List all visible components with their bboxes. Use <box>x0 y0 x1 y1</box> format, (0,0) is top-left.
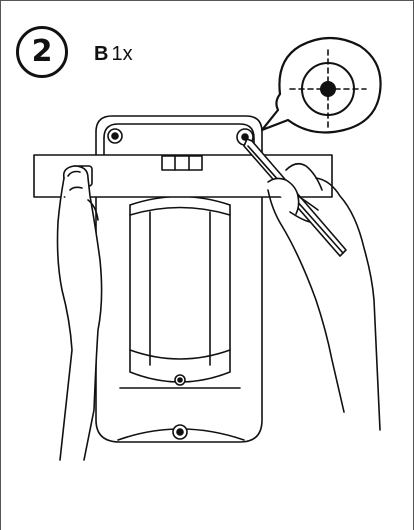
step-number: 2 <box>31 34 53 69</box>
frame-top-border <box>0 0 414 1</box>
right-hand <box>267 162 381 431</box>
part-quantity: 1x <box>111 43 133 65</box>
step-number-badge: 2 <box>16 26 68 78</box>
bottom-screw <box>172 424 188 440</box>
top-left-screw <box>107 128 123 144</box>
target-crosshair-icon <box>260 36 382 134</box>
left-hand <box>56 165 103 461</box>
middle-screw <box>174 374 186 386</box>
frame-left-border <box>0 0 1 530</box>
part-letter: B <box>94 43 109 65</box>
